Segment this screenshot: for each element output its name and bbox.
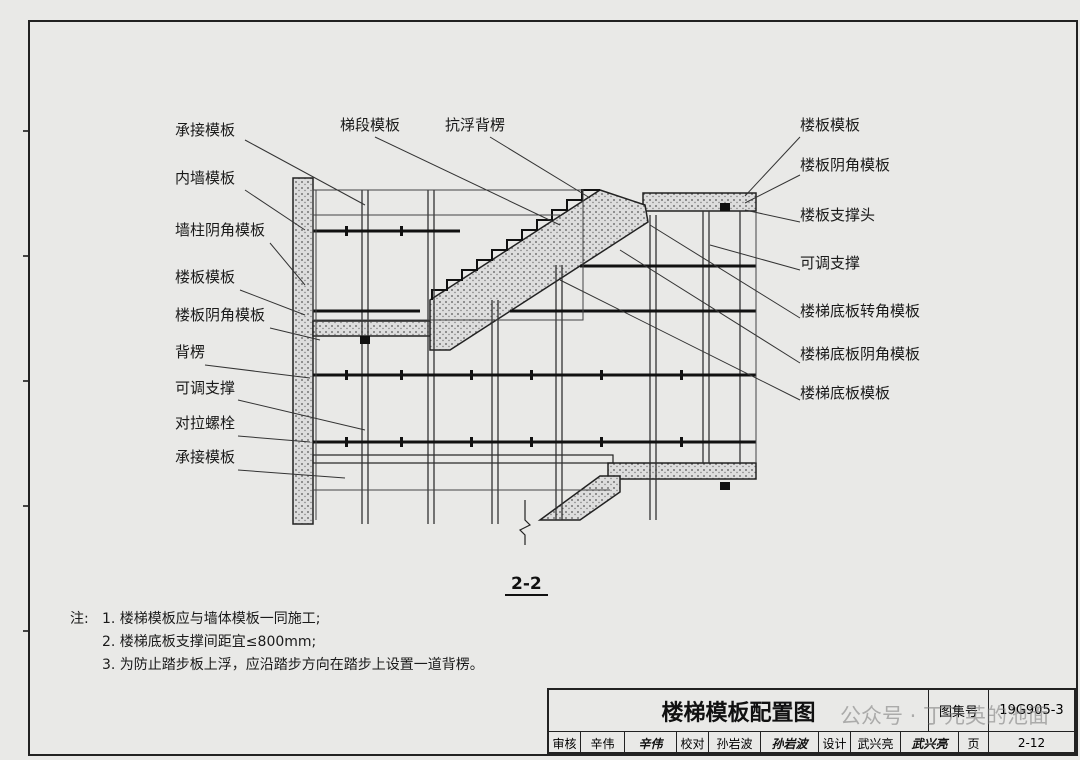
lower-slab (607, 462, 757, 480)
tie-bolts (345, 203, 730, 490)
leader-lines-left (204, 139, 366, 479)
leader-lines-top (374, 136, 591, 226)
label-wall-column-inner-corner-formwork: 墙柱阴角模板 (175, 221, 265, 239)
review-label: 审核 (549, 732, 581, 754)
landing-slab (312, 320, 446, 337)
label-slab-support-head: 楼板支撑头 (800, 206, 875, 224)
drawing-frame (28, 20, 1078, 756)
design-label: 设计 (819, 732, 851, 754)
section-label: 2-2 (505, 574, 548, 596)
label-tie-bolt: 对拉螺栓 (175, 414, 235, 432)
watermark-text: 公众号 · 丁元英的池面 (840, 704, 1050, 728)
leader-lines-right (559, 136, 801, 401)
check-label: 校对 (677, 732, 709, 754)
label-stair-soffit-inner-corner-formwork: 楼梯底板阴角模板 (800, 345, 920, 363)
page-number: 2-12 (1017, 736, 1046, 750)
label-support-formwork-bottom: 承接模板 (175, 448, 235, 466)
stair-treads (431, 189, 600, 300)
note-item-1: 1. 楼梯模板应与墙体模板一同施工; (102, 611, 321, 627)
label-inner-wall-formwork: 内墙模板 (175, 169, 235, 187)
reviewer-signature: 辛伟 (625, 732, 677, 754)
break-line (518, 500, 532, 545)
checker-name: 孙岩波 (709, 732, 761, 754)
label-slab-formwork-right: 楼板模板 (800, 116, 860, 134)
label-adjustable-support-left: 可调支撑 (175, 379, 235, 397)
label-anti-float-waler: 抗浮背楞 (445, 116, 505, 134)
notes: 注: 1. 楼梯模板应与墙体模板一同施工; 2. 楼梯底板支撑间距宜≤800mm… (70, 608, 484, 677)
label-stair-soffit-corner-formwork: 楼梯底板转角模板 (800, 302, 920, 320)
label-adjustable-support-right: 可调支撑 (800, 254, 860, 272)
frame-tick (23, 130, 28, 132)
designer-signature: 武兴亮 (901, 732, 959, 754)
frame-tick (23, 255, 28, 257)
label-support-formwork-top: 承接模板 (175, 121, 235, 139)
label-slab-formwork-left: 楼板模板 (175, 268, 235, 286)
atlas-number: 19G905-3 (989, 690, 1074, 732)
frame-tick (23, 380, 28, 382)
title-block-signature-row: 审核 辛伟 辛伟 校对 孙岩波 孙岩波 设计 武兴亮 武兴亮 页 2-12 (549, 732, 1074, 754)
label-stair-soffit-formwork: 楼梯底板模板 (800, 384, 890, 402)
label-flight-formwork: 梯段模板 (340, 116, 400, 134)
bottom-formwork (312, 454, 614, 464)
note-item-3: 3. 为防止踏步板上浮，应沿踏步方向在踏步上设置一道背楞。 (102, 657, 484, 673)
frame-tick (23, 505, 28, 507)
drawing-title: 楼梯模板配置图 (549, 690, 929, 732)
lower-flight (537, 475, 621, 521)
reviewer-name: 辛伟 (581, 732, 625, 754)
notes-prefix: 注: (70, 611, 89, 627)
concrete-wall (292, 177, 314, 525)
atlas-number-label: 图集号 (929, 690, 989, 732)
title-block: 楼梯模板配置图 图集号 19G905-3 审核 辛伟 辛伟 校对 孙岩波 孙岩波… (547, 688, 1076, 754)
frame-tick (23, 630, 28, 632)
label-waler: 背楞 (175, 343, 205, 361)
checker-signature: 孙岩波 (761, 732, 819, 754)
designer-name: 武兴亮 (851, 732, 901, 754)
upper-slab (642, 192, 757, 212)
note-item-2: 2. 楼梯底板支撑间距宜≤800mm; (102, 634, 317, 650)
formwork-outlines (312, 189, 757, 520)
page-label: 页 (959, 732, 989, 754)
label-slab-inner-corner-formwork-left: 楼板阴角模板 (175, 306, 265, 324)
label-slab-inner-corner-formwork-right: 楼板阴角模板 (800, 156, 890, 174)
